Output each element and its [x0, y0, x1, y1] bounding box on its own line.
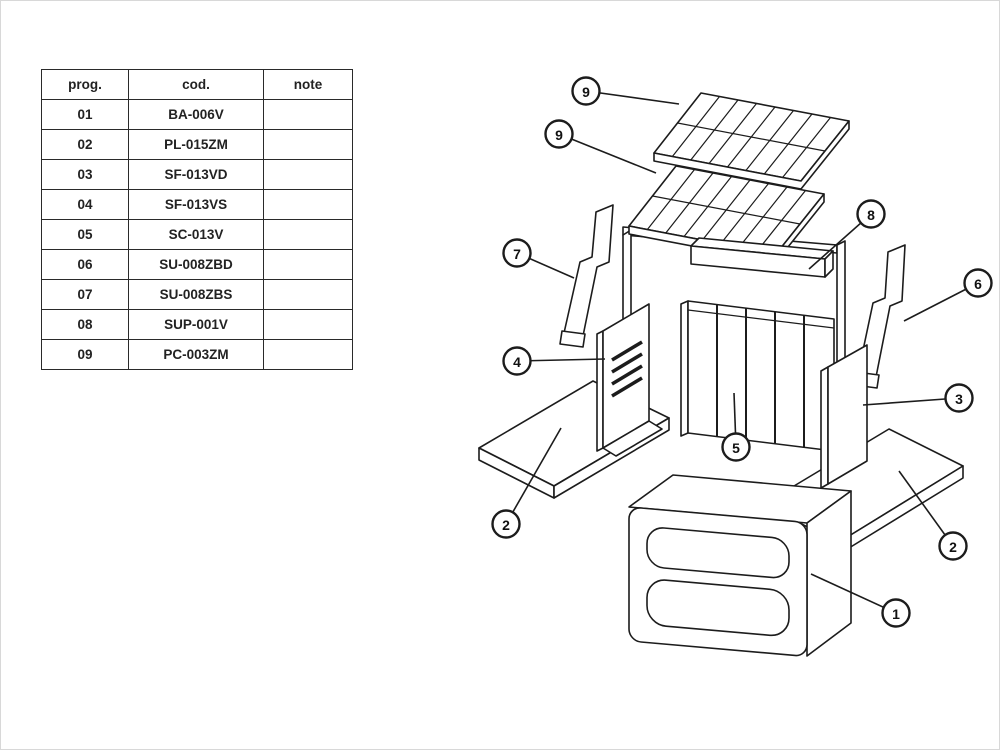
row-cod: SUP-001V [128, 309, 264, 340]
callout-number: 1 [892, 606, 900, 622]
callout-circle [544, 119, 574, 149]
side-panel-edge [596, 330, 604, 452]
bracket-foot [559, 330, 586, 348]
callout-circle [881, 598, 911, 628]
leader-line [585, 90, 680, 105]
parts-table-header: prog. cod. note [41, 69, 353, 100]
row-cod: SF-013VD [128, 159, 264, 190]
row-prog: 07 [41, 279, 129, 310]
part-7-left-bracket [559, 204, 614, 348]
callout-circle [721, 432, 751, 462]
row-cod: SC-013V [128, 219, 264, 250]
row-note [263, 279, 353, 310]
bracket-body [563, 204, 614, 337]
callout-number: 2 [949, 539, 957, 555]
cabinet-front [628, 507, 808, 657]
leader-line [810, 573, 897, 614]
callout-number: 4 [513, 354, 521, 370]
grid-panel-slats [671, 96, 831, 178]
callout-number: 9 [582, 84, 590, 100]
callouts-layer: 9 9 8 7 6 4 3 5 2 2 1 [491, 76, 993, 628]
row-cod: PC-003ZM [128, 339, 264, 370]
back-panel-top-band [687, 309, 835, 329]
leader-line [558, 133, 657, 174]
row-note [263, 159, 353, 190]
side-panel-edge [820, 366, 829, 489]
leader-line [862, 397, 960, 406]
callout-circle [502, 346, 532, 376]
header-row: prog. cod. note [41, 69, 353, 100]
leader-line [505, 427, 562, 525]
callout-number: 7 [513, 246, 521, 262]
bar-end-face [824, 250, 834, 278]
grid-panel-edge [653, 120, 850, 190]
col-header-cod: cod. [128, 69, 264, 100]
row-prog: 01 [41, 99, 129, 130]
part-8-support-bar [690, 237, 834, 278]
callout-circle [856, 199, 886, 229]
row-note [263, 99, 353, 130]
row-note [263, 129, 353, 160]
row-prog: 03 [41, 159, 129, 190]
row-note [263, 189, 353, 220]
back-panel-face [687, 300, 835, 452]
cabinet-upper-opening [646, 527, 790, 579]
side-panel-foot [602, 420, 663, 457]
callout-number: 6 [974, 276, 982, 292]
part-4-left-side-panel [596, 303, 663, 457]
callout-circle [944, 383, 974, 413]
row-cod: SF-013VS [128, 189, 264, 220]
back-panel-slats [716, 304, 805, 448]
row-note [263, 339, 353, 370]
callout-number: 9 [555, 127, 563, 143]
row-cod: SU-008ZBS [128, 279, 264, 310]
callout-circle [491, 509, 521, 539]
callout-number: 8 [867, 207, 875, 223]
vent-slots [611, 340, 643, 398]
leader-line [898, 470, 954, 547]
callout-circle [938, 531, 968, 561]
callout-number: 3 [955, 391, 963, 407]
callout-number: 2 [502, 517, 510, 533]
col-header-prog: prog. [41, 69, 129, 100]
callout-circle [963, 268, 993, 298]
callout-circle [502, 238, 532, 268]
back-panel-edge [680, 300, 689, 437]
callout-circle [571, 76, 601, 106]
bracket-body [857, 244, 906, 378]
grid-panel-slats [646, 169, 806, 251]
cabinet-lower-opening [646, 579, 790, 637]
side-panel-face [827, 344, 868, 485]
part-9-grid-panel-upper [653, 92, 850, 190]
part-5-back-panel [680, 300, 835, 452]
part-1-base-cabinet [628, 474, 852, 657]
row-prog: 04 [41, 189, 129, 220]
frame-right-upright [836, 240, 846, 366]
callout-number: 5 [732, 440, 740, 456]
part-3-right-side-panel [820, 344, 868, 489]
row-prog: 02 [41, 129, 129, 160]
row-prog: 09 [41, 339, 129, 370]
